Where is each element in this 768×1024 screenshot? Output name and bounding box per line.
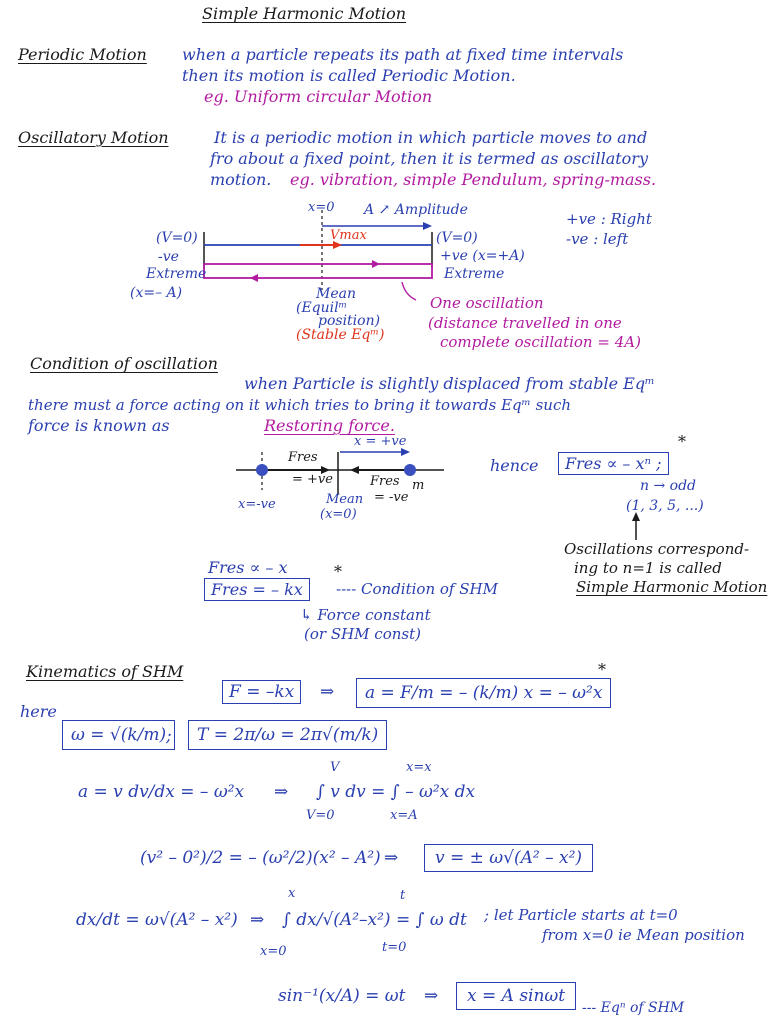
fres-proportional: Fres ∝ – x — [208, 558, 288, 577]
force-constant-label: ↳ Force constant — [300, 606, 431, 624]
amplitude-label: A ↗ Amplitude — [364, 202, 468, 218]
periodic-example: eg. Uniform circular Motion — [204, 87, 433, 106]
eq-neg-label: = -ve — [374, 490, 409, 505]
position-integral: ∫ dx/√(A²–x²) = ∫ ω dt — [282, 910, 467, 930]
fres-right-label: Fres — [370, 474, 400, 489]
force-box: F = –kx — [222, 680, 302, 704]
mean-label: Mean — [316, 286, 356, 302]
condition-heading: Condition of oscillation — [30, 354, 218, 373]
eqn-of-shm-label: --- Eqⁿ of SHM — [582, 1000, 685, 1016]
implies-arrow-5: ⇒ — [424, 986, 439, 1006]
limit-t-top: t — [400, 888, 406, 903]
shm-note-line2: ing to n=1 is called — [574, 559, 722, 577]
condition-line2: there must a force acting on it which tr… — [28, 396, 572, 414]
fres-left-label: Fres — [288, 450, 318, 465]
shm-star-mark: * — [334, 562, 342, 581]
velocity-integral: ∫ v dv = ∫ – ω²x dx — [316, 782, 476, 802]
vmax-label: Vmax — [330, 228, 367, 243]
limit-x-bottom: x=A — [390, 808, 418, 823]
velocity-squared-eq: (v² – 0²)/2 = – (ω²/2)(x² – A²) — [140, 848, 381, 868]
position-label: position) — [318, 313, 381, 329]
arcsin-eq: sin⁻¹(x/A) = ωt — [278, 986, 406, 1006]
fres-equation-box: Fres = – kx — [204, 578, 310, 601]
mass-label: m — [412, 478, 425, 493]
periodic-heading: Periodic Motion — [18, 45, 147, 64]
star-mark: * — [678, 432, 686, 451]
limit-x2-bottom: x=0 — [260, 944, 287, 959]
eq-pos-label: = +ve — [292, 472, 333, 487]
oscillatory-example: eg. vibration, simple Pendulum, spring-m… — [290, 170, 657, 189]
periodic-line2: then its motion is called Periodic Motio… — [182, 66, 516, 85]
acceleration-box: a = F/m = – (k/m) x = – ω²x — [356, 678, 612, 708]
oscillatory-heading: Oscillatory Motion — [18, 128, 169, 147]
right-direction-label: +ve : Right — [566, 210, 652, 228]
pos-xa-label: +ve (x=+A) — [440, 248, 525, 264]
x0-label: x=0 — [308, 200, 335, 215]
limit-x2-top: x — [288, 886, 296, 901]
odd-list-label: (1, 3, 5, ...) — [626, 498, 704, 514]
limit-v-top: V — [330, 760, 340, 775]
kinematics-heading: Kinematics of SHM — [26, 662, 184, 681]
x-neg-a-label: (x=– A) — [130, 285, 183, 301]
n-odd-label: n → odd — [640, 478, 696, 494]
shm-note-line1: Oscillations correspond- — [564, 540, 750, 558]
hence-label: hence — [490, 456, 539, 475]
page-title: Simple Harmonic Motion — [202, 4, 407, 23]
equilibrium-label: (Equilᵐ — [296, 300, 348, 316]
kinematics-star-mark: * — [598, 660, 606, 679]
omega-box: ω = √(k/m) — [62, 720, 176, 750]
initial-condition-line2: from x=0 ie Mean position — [542, 926, 745, 944]
condition-shm-label: ---- Condition of SHM — [336, 580, 498, 598]
initial-condition-line1: ; let Particle starts at t=0 — [484, 906, 678, 924]
period-box: T = 2π/ω = 2π√(m/k) — [188, 720, 388, 750]
extreme-left-label: Extreme — [146, 266, 207, 282]
velocity-box: v = ± ω√(A² – x²) — [424, 844, 594, 872]
shm-const-label: (or SHM const) — [304, 625, 421, 643]
implies-arrow-3: ⇒ — [384, 848, 399, 868]
restoring-force-label: Restoring force. — [264, 416, 395, 435]
dxdt-eq: dx/dt = ω√(A² – x²) — [76, 910, 238, 930]
distance-line2: complete oscillation = 4A) — [440, 333, 641, 351]
implies-arrow-1: ⇒ — [320, 682, 335, 702]
implies-arrow-2: ⇒ — [274, 782, 289, 802]
distance-line1: (distance travelled in one — [428, 314, 622, 332]
shm-note-line3: Simple Harmonic Motion — [576, 578, 768, 596]
accel-velocity-eq: a = v dv/dx = – ω²x — [78, 782, 245, 802]
semicolon: ; — [166, 726, 172, 746]
one-oscillation-label: One oscillation — [430, 294, 544, 312]
mean-x-label: Mean — [326, 492, 364, 507]
extreme-right-label: Extreme — [444, 266, 505, 282]
oscillatory-line3: motion. — [210, 170, 272, 189]
here-label: here — [20, 702, 57, 721]
v0-right-label: (V=0) — [436, 230, 478, 246]
condition-line3: force is known as — [28, 416, 170, 435]
x-pos-label: x = +ve — [354, 434, 407, 449]
limit-v-bottom: V=0 — [306, 808, 335, 823]
fres-power-relation: Fres ∝ – xⁿ ; — [558, 452, 669, 475]
oscillatory-line1: It is a periodic motion in which particl… — [214, 128, 648, 147]
oscillatory-line2: fro about a fixed point, then it is term… — [210, 149, 648, 168]
left-direction-label: -ve : left — [566, 230, 629, 248]
x-neg-label: x=-ve — [238, 497, 276, 512]
limit-t-bottom: t=0 — [382, 940, 407, 955]
limit-x-top: x=x — [406, 760, 432, 775]
mean-x0-label: (x=0) — [320, 507, 357, 522]
implies-arrow-4: ⇒ — [250, 910, 265, 930]
periodic-line1: when a particle repeats its path at fixe… — [182, 45, 624, 64]
shm-result-box: x = A sinωt — [456, 982, 577, 1010]
condition-line1: when Particle is slightly displaced from… — [244, 374, 655, 393]
stable-eq-label: (Stable Eqᵐ) — [296, 327, 385, 343]
neg-label: -ve — [158, 249, 179, 265]
v0-left-label: (V=0) — [156, 230, 198, 246]
